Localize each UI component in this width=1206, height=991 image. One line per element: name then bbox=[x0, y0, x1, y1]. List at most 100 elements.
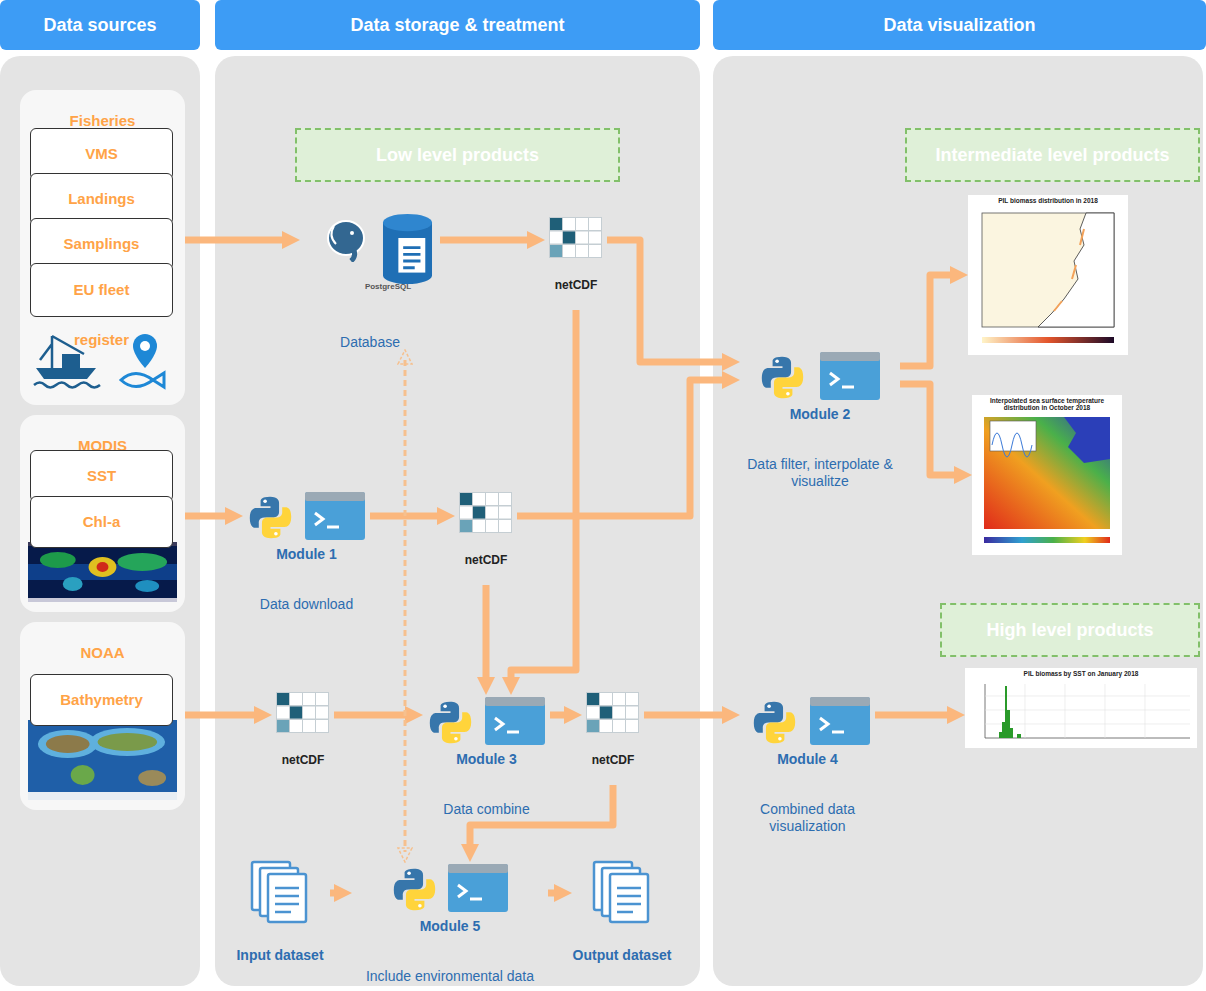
node-label: PIL biomass distribution in 2018 bbox=[965, 195, 1131, 247]
node-label: Data sources bbox=[0, 0, 200, 50]
node-label: Data visualization bbox=[713, 0, 1206, 50]
column-panel bbox=[713, 56, 1203, 986]
node-label: PostgreSQL bbox=[318, 262, 458, 312]
node-label: PIL biomass by SST on January 2018 bbox=[962, 668, 1200, 720]
icon bbox=[972, 415, 1122, 555]
module-node: Module 5Include environmental data bbox=[352, 862, 548, 985]
node-label: Module 3 bbox=[423, 751, 550, 801]
flow-arrow bbox=[185, 237, 288, 244]
node-label: VMS bbox=[45, 129, 158, 179]
node-label: Interpolated sea surface temperature dis… bbox=[969, 395, 1125, 447]
node-label: NOAA bbox=[20, 628, 185, 678]
source-item: Chl-a bbox=[30, 496, 173, 548]
icon bbox=[592, 860, 652, 926]
node-label: netCDF bbox=[272, 735, 334, 785]
netcdf-file: netCDF bbox=[582, 690, 644, 785]
icon bbox=[810, 697, 870, 745]
icon bbox=[549, 217, 603, 259]
flow-arrow bbox=[607, 240, 728, 362]
icon bbox=[448, 864, 508, 912]
node-label: Data filter, interpolate & visualitze bbox=[740, 456, 900, 490]
node-label: Landings bbox=[45, 174, 158, 224]
node-label: Bathymetry bbox=[45, 675, 158, 725]
icon bbox=[248, 495, 293, 540]
module-node: Module 4Combined data visualization bbox=[740, 695, 875, 835]
column-tab bbox=[713, 0, 1206, 50]
source-item: SST bbox=[30, 450, 173, 502]
icon bbox=[586, 692, 640, 734]
database-node: PostgreSQLDatabase bbox=[300, 210, 440, 350]
module-node: Module 2Data filter, interpolate & visua… bbox=[740, 350, 900, 490]
dataset-node: Output dataset bbox=[572, 858, 672, 980]
node-label: Module 1 bbox=[243, 546, 370, 596]
source-item: Bathymetry bbox=[30, 674, 173, 726]
chart-product: PIL biomass by SST on January 2018 bbox=[965, 668, 1197, 748]
flow-arrow bbox=[900, 275, 956, 366]
flow-arrow bbox=[483, 585, 490, 683]
flow-arrow bbox=[900, 384, 960, 475]
netcdf-file: netCDF bbox=[272, 690, 334, 785]
flow-arrow bbox=[511, 310, 576, 683]
icon bbox=[392, 867, 437, 912]
flow-arrow bbox=[185, 513, 231, 520]
node-label: Data combine bbox=[443, 801, 529, 818]
module-node: Module 3Data combine bbox=[423, 695, 550, 818]
dataset-node: Input dataset bbox=[230, 858, 330, 980]
column-panel: Data sourcesFisheriesVMSLandingsSampling… bbox=[0, 0, 200, 985]
icon bbox=[305, 492, 365, 540]
node-label: Output dataset bbox=[572, 930, 672, 980]
node-label: Module 5 bbox=[352, 918, 548, 968]
node-label: Include environmental data bbox=[366, 968, 534, 985]
icon bbox=[428, 700, 473, 745]
node-label: SST bbox=[45, 451, 158, 501]
column-panel bbox=[215, 56, 700, 986]
node-label: Module 2 bbox=[740, 406, 900, 456]
node-label: High level products bbox=[942, 605, 1198, 655]
dashed-link bbox=[404, 360, 407, 852]
icon bbox=[485, 697, 545, 745]
node-label: Intermediate level products bbox=[907, 130, 1198, 180]
node-label: Input dataset bbox=[230, 930, 330, 980]
netcdf-file: netCDF bbox=[545, 215, 607, 310]
flow-arrow bbox=[517, 380, 728, 516]
icon bbox=[380, 213, 435, 287]
node-label: Samplings bbox=[45, 219, 158, 269]
icon bbox=[459, 492, 513, 534]
flow-arrow bbox=[470, 785, 613, 850]
icon bbox=[250, 860, 310, 926]
node-label: netCDF bbox=[545, 260, 607, 310]
column-panel bbox=[0, 56, 200, 986]
icon bbox=[752, 700, 797, 745]
icon bbox=[820, 352, 880, 400]
flow-arrow bbox=[440, 237, 533, 244]
node-label: netCDF bbox=[582, 735, 644, 785]
column-panel: Data storage & treatmentLow level produc… bbox=[215, 0, 700, 985]
flow-arrow bbox=[185, 712, 260, 719]
flow-arrow bbox=[875, 712, 953, 719]
flow-arrow bbox=[550, 712, 570, 719]
level-tag: Intermediate level products bbox=[905, 128, 1200, 182]
flow-arrow bbox=[548, 890, 560, 897]
level-tag: High level products bbox=[940, 603, 1200, 657]
chart-product: PIL biomass distribution in 2018 bbox=[968, 195, 1128, 355]
icon bbox=[28, 542, 177, 602]
node-label: EU fleet register bbox=[45, 265, 158, 315]
flow-arrow bbox=[334, 712, 411, 719]
column-panel: Data visualizationIntermediate level pro… bbox=[713, 0, 1206, 985]
icon bbox=[322, 218, 368, 262]
node-label: Data download bbox=[260, 596, 353, 613]
node-label: Module 4 bbox=[740, 751, 875, 801]
module-node: Module 1Data download bbox=[243, 490, 370, 613]
column-tab bbox=[0, 0, 200, 50]
node-label: Combined data visualization bbox=[740, 801, 875, 835]
node-label: Database bbox=[340, 334, 400, 350]
column-tab bbox=[215, 0, 700, 50]
icon bbox=[28, 720, 177, 800]
flow-arrow bbox=[644, 712, 728, 719]
node-label: Chl-a bbox=[45, 497, 158, 547]
source-item: EU fleet register bbox=[30, 263, 173, 317]
node-label: Low level products bbox=[297, 130, 618, 180]
icon bbox=[965, 680, 1197, 748]
flow-arrow bbox=[330, 890, 340, 897]
